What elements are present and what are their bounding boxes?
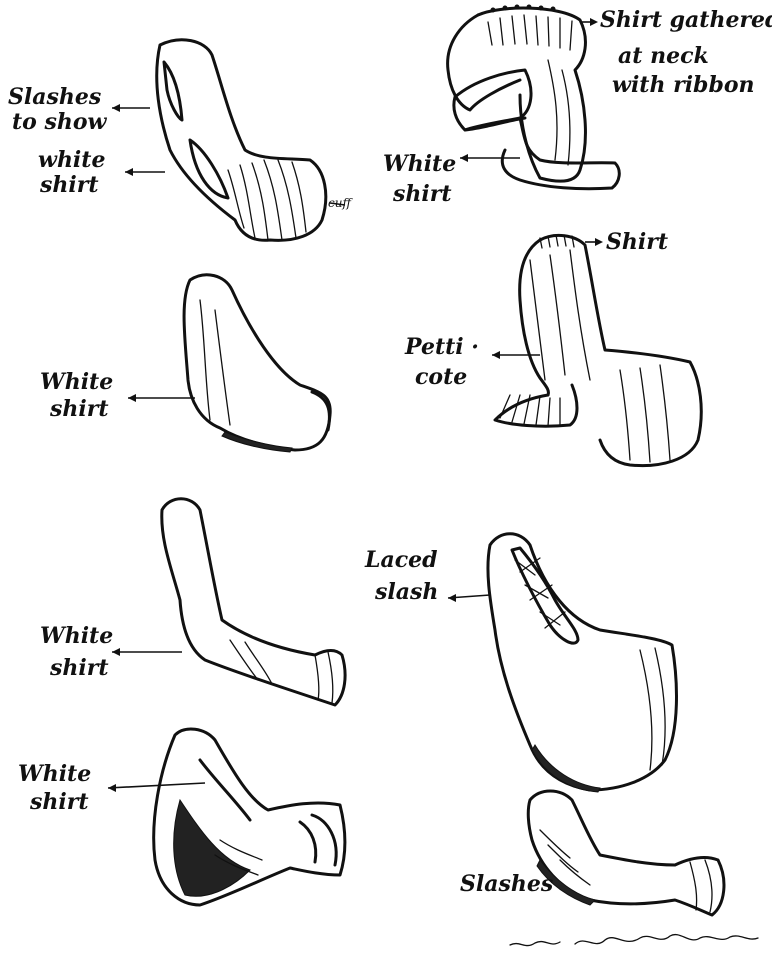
label-petti: Petti · [405, 335, 479, 360]
label-shirt-gathered: Shirt gathered [600, 8, 772, 33]
label-white-shirt-3: White [40, 624, 113, 649]
label-white-shirt-top: White [383, 152, 456, 177]
label-with-ribbon: with ribbon [612, 73, 755, 98]
label-laced: Laced [365, 548, 438, 573]
label-white-shirt-2b: shirt [50, 397, 109, 422]
label-cote: cote [415, 365, 467, 390]
label-cuff: cuff [328, 196, 351, 210]
artist-signature [510, 935, 758, 946]
sleeve-white-shirt-3 [162, 499, 345, 705]
sleeve-gathered-ribbon [448, 5, 620, 189]
label-shirt: shirt [40, 173, 99, 198]
label-white-shirt-4: White [18, 762, 91, 787]
label-to-show: to show [12, 110, 107, 135]
pointer-arrows [108, 18, 603, 792]
label-white-shirt-4b: shirt [30, 790, 89, 815]
label-slash: slash [375, 580, 438, 605]
label-white-shirt-3b: shirt [50, 656, 109, 681]
sleeve-laced-slash [488, 534, 677, 792]
label-at-neck: at neck [618, 44, 709, 69]
sleeve-slashes [528, 791, 724, 915]
label-slashes-bottom: Slashes [460, 872, 553, 897]
label-white-shirt-2: White [40, 370, 113, 395]
label-slashes: Slashes [8, 85, 101, 110]
label-white: white [38, 148, 105, 173]
sleeve-slashed [157, 40, 326, 241]
sleeve-white-shirt-4 [154, 729, 345, 905]
sleeve-white-shirt-2 [184, 275, 330, 452]
sleeve-petticote [495, 235, 701, 466]
label-shirt-small: Shirt [606, 230, 668, 255]
label-white-shirt-top-2: shirt [393, 182, 452, 207]
